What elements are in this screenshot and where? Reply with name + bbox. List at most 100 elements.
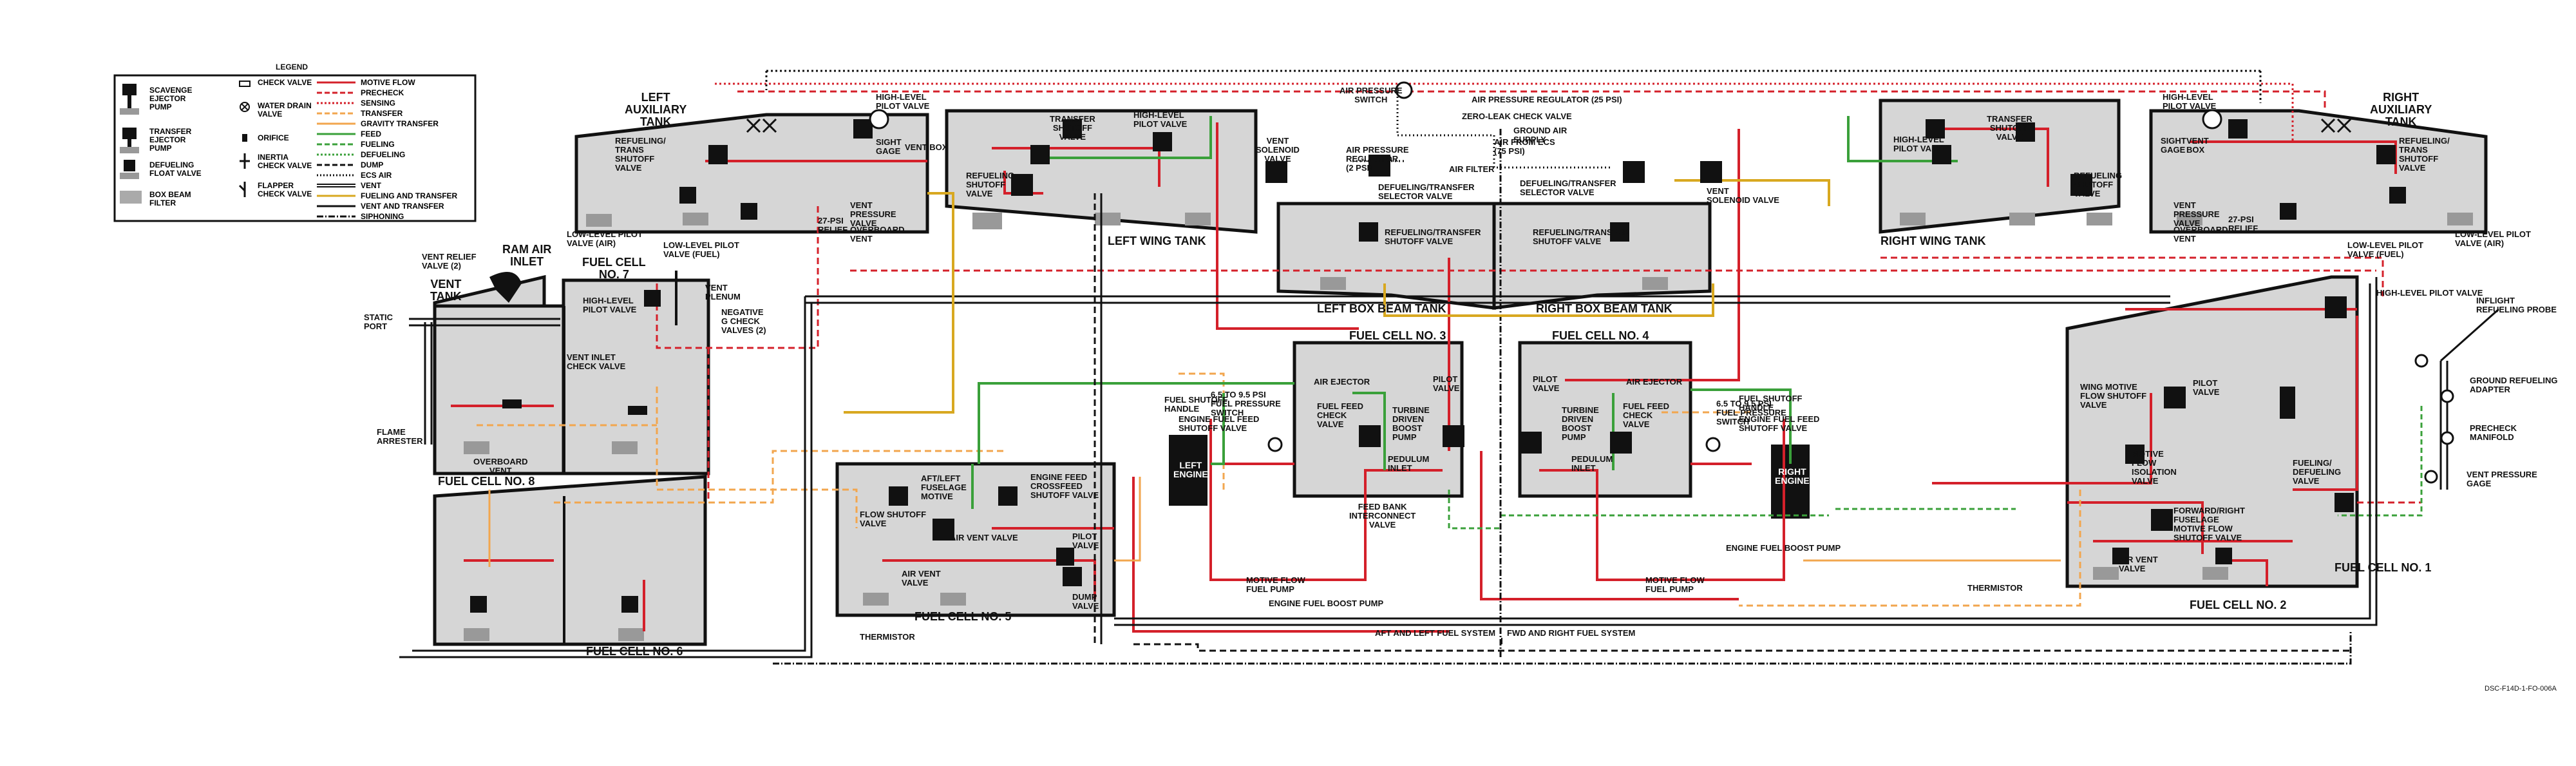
- orifice-icon: [242, 134, 247, 142]
- label: VENT PRESSURE VALVE: [850, 200, 896, 228]
- label: AIR FILTER: [1449, 164, 1495, 174]
- fuel-cell-2-label: FUEL CELL NO. 2: [2190, 598, 2287, 611]
- label: MOTIVE FLOW ISOLATION VALVE: [2132, 449, 2177, 486]
- label: FUELING/ DEFUELING VALVE: [2293, 458, 2342, 486]
- label: LOW-LEVEL PILOT VALVE (AIR): [567, 229, 643, 248]
- vent-tank-label: VENT TANK: [430, 278, 462, 303]
- fuel-cell-6-label: FUEL CELL NO. 6: [586, 645, 683, 658]
- label: AIR VENT VALVE: [950, 533, 1018, 542]
- ram-air-inlet: [489, 272, 522, 303]
- label: DEFUELING/TRANSFER SELECTOR VALVE: [1520, 178, 1616, 197]
- legend-line-label: DUMP: [361, 160, 384, 169]
- label: REFUELING SHUTOFF VALVE: [2074, 171, 2123, 198]
- label: LOW-LEVEL PILOT VALVE (FUEL): [2347, 240, 2423, 259]
- legend-line-label: VENT AND TRANSFER: [361, 202, 444, 211]
- label: HIGH-LEVEL PILOT VALVE: [2376, 288, 2483, 298]
- label: 27-PSI RELIEF: [2228, 215, 2259, 233]
- fuel-cell-5-label: FUEL CELL NO. 5: [914, 610, 1012, 623]
- right-box-beam-tank: [1492, 202, 1712, 310]
- legend-title: LEGEND: [276, 62, 308, 72]
- label: VENT PRESSURE GAGE: [2467, 470, 2537, 488]
- legend-symbol-label: SCAVENGE EJECTOR PUMP: [149, 86, 193, 111]
- label: ENGINE FUEL FEED SHUTOFF VALVE: [1739, 414, 1820, 433]
- label: PILOT VALVE: [1072, 531, 1099, 550]
- label: VENT PRESSURE VALVE: [2174, 200, 2220, 228]
- legend-symbol-label: INERTIA CHECK VALVE: [258, 153, 312, 170]
- label: PRECHECK MANIFOLD: [2470, 423, 2517, 442]
- label: HIGH-LEVEL PILOT VALVE: [876, 92, 930, 111]
- label: HIGH-LEVEL PILOT VALVE: [2163, 92, 2217, 111]
- fuel-cell-8-label: FUEL CELL NO. 8: [438, 475, 535, 488]
- label: ENGINE FUEL BOOST PUMP: [1726, 543, 1841, 553]
- label: VENT SOLENOID VALVE: [1707, 186, 1779, 205]
- label: REFUELING/ TRANS SHUTOFF VALVE: [615, 136, 666, 173]
- label: LOW-LEVEL PILOT VALVE (AIR): [2455, 229, 2531, 248]
- label: HIGH-LEVEL PILOT VALVE: [583, 296, 637, 314]
- legend: [113, 74, 477, 222]
- legend-symbol-label: DEFUELING FLOAT VALVE: [149, 160, 202, 178]
- label: PILOT VALVE: [1433, 374, 1460, 393]
- legend-line-label: FUELING AND TRANSFER: [361, 191, 458, 200]
- left-aux-tank-label: LEFT AUXILIARY TANK: [625, 91, 687, 128]
- label: FUEL FEED CHECK VALVE: [1623, 401, 1669, 429]
- label: AIR PRESSURE REGULATOR (2 PSI): [1346, 145, 1409, 173]
- label: INFLIGHT REFUELING PROBE: [2476, 296, 2557, 314]
- label: TRANSFER SHUTOFF VALVE: [1050, 114, 1095, 142]
- legend-line-label: PRECHECK: [361, 88, 404, 97]
- label: 6.5 TO 9.5 PSI FUEL PRESSURE SWITCH: [1716, 399, 1786, 426]
- right-box-beam-label: RIGHT BOX BEAM TANK: [1536, 302, 1672, 315]
- defueling-float-valve-icon: [124, 160, 135, 171]
- label: OVERBOARD VENT: [2174, 225, 2228, 244]
- legend-line-label: GRAVITY TRANSFER: [361, 119, 439, 128]
- label: REFUELING SHUTOFF VALVE: [966, 171, 1015, 198]
- label: FWD AND RIGHT FUEL SYSTEM: [1507, 628, 1636, 638]
- left-engine-block: [1169, 435, 1208, 506]
- figure-id: DSC-F14D-1-FO-006A: [2485, 685, 2557, 693]
- fuel-cell-1-label: FUEL CELL NO. 1: [2334, 561, 2432, 574]
- label: ENGINE FUEL BOOST PUMP: [1269, 598, 1384, 608]
- label: VENT PLENUM: [705, 283, 741, 302]
- label: REFUELING/ TRANS SHUTOFF VALVE: [2399, 136, 2450, 173]
- fuel-cell-3: [1293, 341, 1464, 498]
- legend-line-label: MOTIVE FLOW: [361, 78, 415, 87]
- left-box-beam-label: LEFT BOX BEAM TANK: [1317, 302, 1446, 315]
- label: 6.5 TO 9.5 PSI FUEL PRESSURE SWITCH: [1211, 390, 1281, 417]
- label: NEGATIVE G CHECK VALVES (2): [721, 307, 766, 335]
- fuel-cell-7-label: FUEL CELL NO. 7: [582, 256, 646, 281]
- label: TURBINE DRIVEN BOOST PUMP: [1562, 405, 1599, 442]
- label: ZERO-LEAK CHECK VALVE: [1462, 111, 1572, 121]
- label: ENGINE FUEL FEED SHUTOFF VALVE: [1179, 414, 1260, 433]
- label: VENT BOX: [2186, 136, 2209, 155]
- label: VENT RELIEF VALVE (2): [422, 252, 477, 271]
- label: AIR EJECTOR: [1314, 377, 1370, 387]
- label: FEED BANK INTERCONNECT VALVE: [1349, 502, 1416, 530]
- fuel-cell-4-label: FUEL CELL NO. 4: [1552, 329, 1649, 342]
- label: LOW-LEVEL PILOT VALVE (FUEL): [663, 240, 739, 259]
- label: FUEL SHUTOFF HANDLE: [1164, 395, 1228, 414]
- left-box-beam-tank: [1276, 202, 1496, 310]
- left-aux-tank: [574, 113, 929, 234]
- label: AIR VENT VALVE: [902, 569, 941, 588]
- legend-symbol-label: BOX BEAM FILTER: [149, 190, 191, 207]
- legend-symbol-label: TRANSFER EJECTOR PUMP: [149, 127, 192, 153]
- label: AIR PRESSURE SWITCH: [1340, 86, 1403, 104]
- fuel-cell-3-label: FUEL CELL NO. 3: [1349, 329, 1446, 342]
- left-wing-tank-label: LEFT WING TANK: [1108, 235, 1206, 247]
- label: VENT SOLENOID VALVE: [1256, 136, 1300, 164]
- right-engine-label: RIGHT ENGINE: [1775, 466, 1810, 486]
- label: WING MOTIVE FLOW SHUTOFF VALVE: [2080, 382, 2147, 410]
- legend-box: [113, 74, 477, 222]
- label: PILOT VALVE: [1533, 374, 1560, 393]
- label: THERMISTOR: [860, 632, 915, 642]
- legend-line-label: FEED: [361, 129, 382, 139]
- label: DUMP VALVE: [1072, 592, 1099, 611]
- legend-symbol-label: ORIFICE: [258, 133, 289, 142]
- label: TURBINE DRIVEN BOOST PUMP: [1392, 405, 1430, 442]
- label: MOTIVE FLOW FUEL PUMP: [1645, 575, 1705, 594]
- right-wing-tank-label: RIGHT WING TANK: [1880, 235, 1986, 247]
- label: AFT/LEFT FUSELAGE MOTIVE: [921, 474, 967, 501]
- label: FLOW SHUTOFF VALVE: [860, 510, 927, 528]
- label: GROUND REFUELING ADAPTER: [2470, 376, 2558, 394]
- scavenge-ejector-pump-icon: [122, 84, 137, 95]
- legend-line-label: SENSING: [361, 99, 396, 108]
